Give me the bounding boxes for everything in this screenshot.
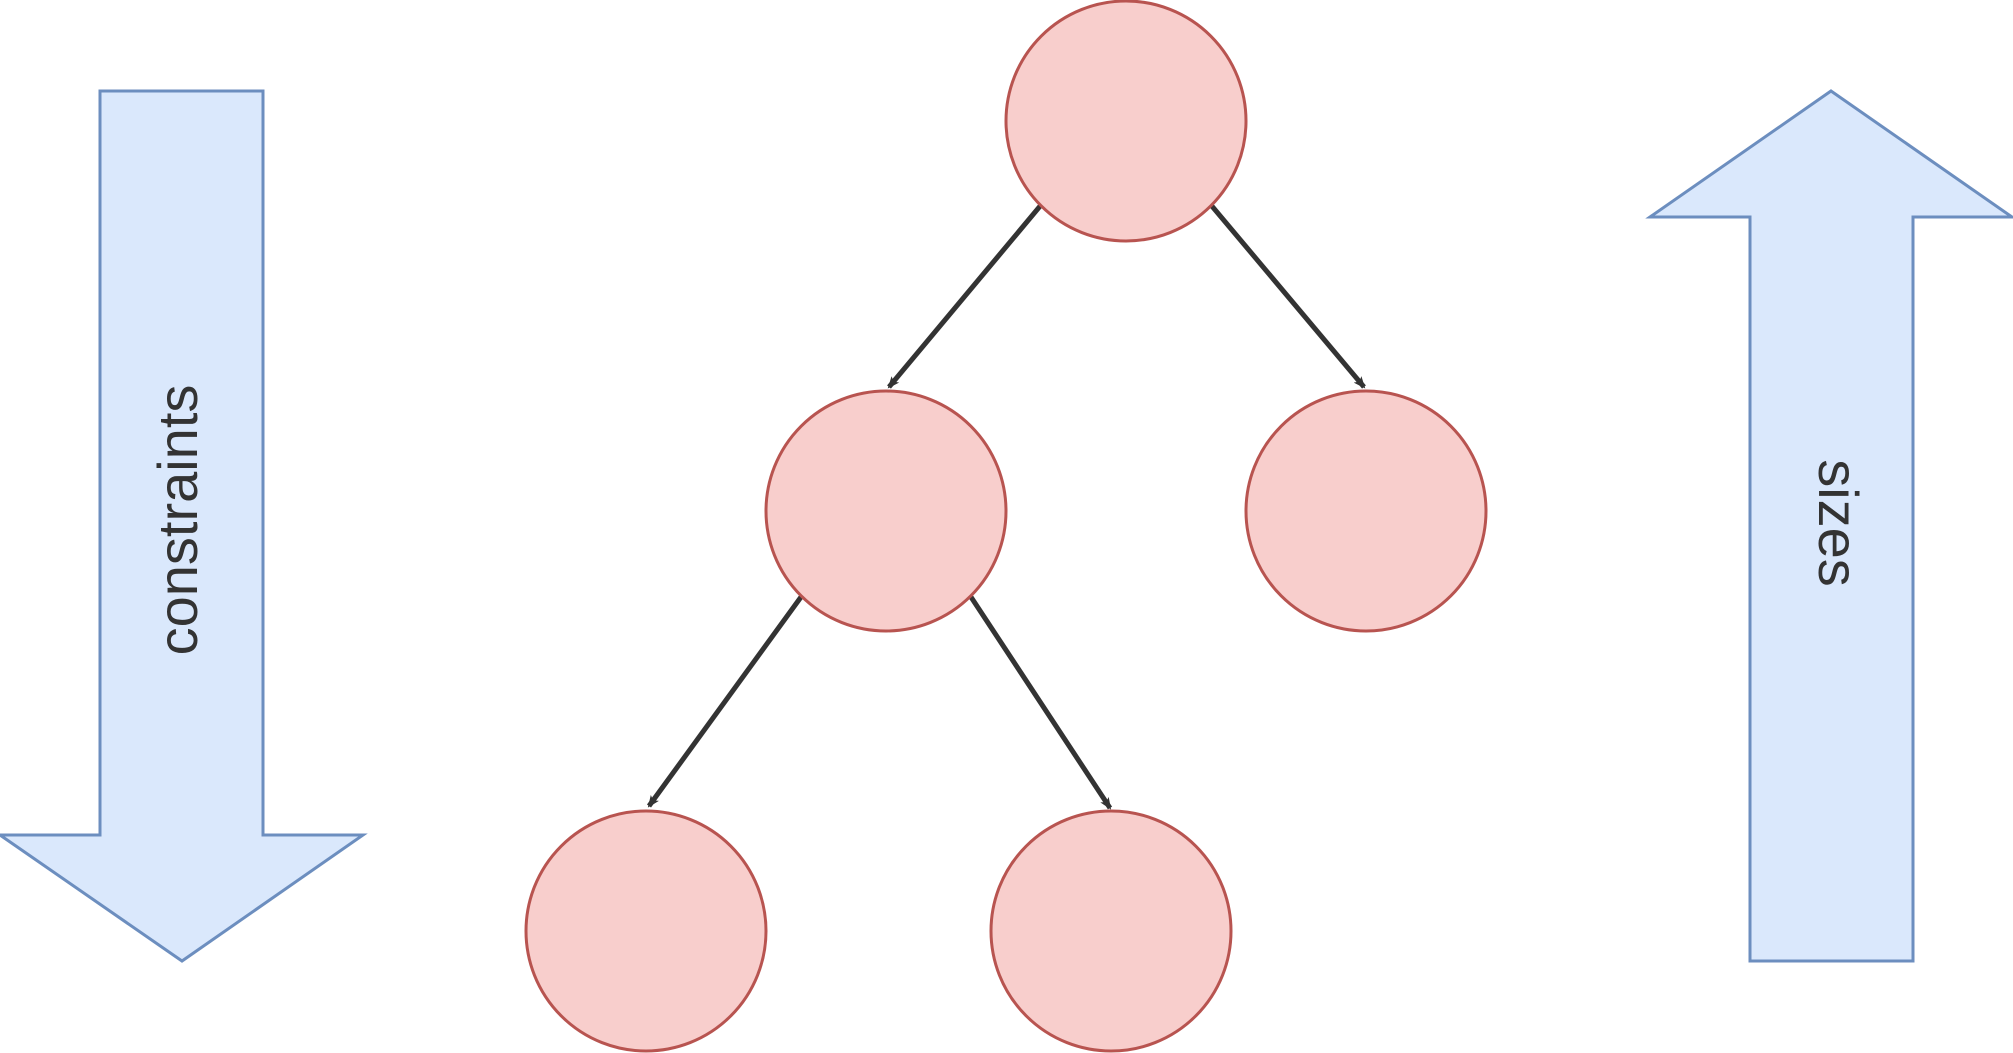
sizes-arrow: sizes bbox=[1645, 89, 2013, 963]
constraints-label: constraints bbox=[146, 385, 209, 656]
right-child-node bbox=[1244, 389, 1488, 633]
edge-left-leftleaf bbox=[646, 595, 804, 808]
constraints-arrow: constraints bbox=[0, 89, 368, 963]
right-leaf-node bbox=[989, 809, 1233, 1053]
edge-root-left bbox=[887, 203, 1043, 389]
sizes-arrow-shape bbox=[1645, 89, 2013, 963]
left-leaf-node bbox=[524, 809, 768, 1053]
sizes-label: sizes bbox=[1807, 459, 1870, 587]
tree-nodes bbox=[524, 0, 1488, 1053]
edge-left-rightleaf bbox=[968, 595, 1113, 810]
constraints-arrow-shape bbox=[0, 89, 368, 963]
left-child-node bbox=[764, 389, 1008, 633]
edge-root-right bbox=[1209, 203, 1366, 389]
root-node bbox=[1004, 0, 1248, 243]
tree-edges bbox=[646, 203, 1366, 810]
